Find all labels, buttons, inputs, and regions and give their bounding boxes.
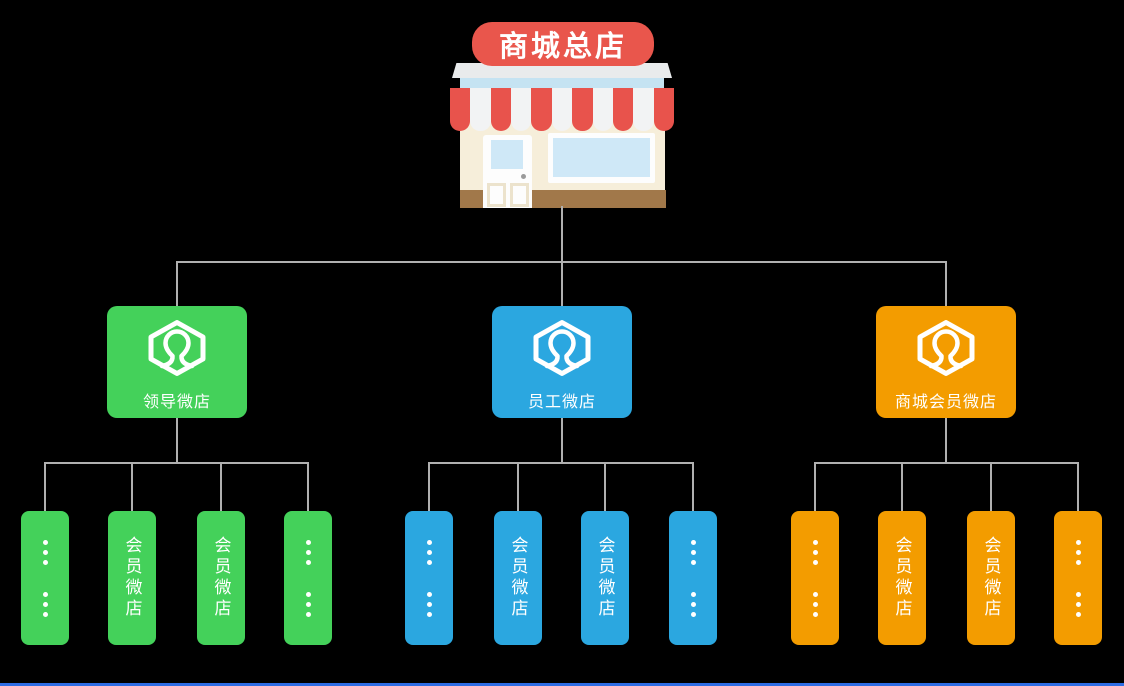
door-knob	[521, 174, 526, 179]
child-card-ellipsis	[791, 511, 839, 645]
child-card-member-store: 会员微店	[967, 511, 1015, 645]
awning-stripe	[531, 88, 553, 131]
connector-child-drop	[131, 462, 133, 512]
awning-stripe	[470, 88, 492, 131]
child-card-member-store: 会员微店	[108, 511, 156, 645]
branch-label: 员工微店	[527, 394, 596, 411]
connector-child-drop	[44, 462, 46, 512]
awning-stripe	[592, 88, 614, 131]
awning-stripe	[551, 88, 573, 131]
storefront-door	[483, 135, 532, 208]
connector-child-drop	[604, 462, 606, 512]
child-card-label: 会员微店	[892, 536, 912, 620]
ellipsis-dots	[426, 539, 432, 617]
storefront-awning-icon	[450, 88, 675, 131]
connector-root-stem	[561, 206, 563, 263]
child-card-member-store: 会员微店	[197, 511, 245, 645]
storefront-canopy-trim	[460, 78, 664, 88]
child-card-member-store: 会员微店	[494, 511, 542, 645]
connector-child-drop	[692, 462, 694, 512]
child-card-label: 会员微店	[595, 536, 615, 620]
branch-node-leader: 领导微店	[107, 306, 247, 418]
connector-child-drop	[307, 462, 309, 512]
ellipsis-dots	[812, 539, 818, 617]
connector-branch-stem-1	[176, 418, 178, 464]
child-card-ellipsis	[284, 511, 332, 645]
branch-node-staff: 员工微店	[492, 306, 632, 418]
door-panel	[510, 183, 529, 207]
child-card-label: 会员微店	[508, 536, 528, 620]
connector-group-horizontal-1	[44, 462, 309, 464]
hexagon-user-icon	[533, 320, 591, 376]
connector-child-drop	[901, 462, 903, 512]
connector-child-drop	[517, 462, 519, 512]
branch-label: 商城会员微店	[894, 394, 997, 411]
child-card-ellipsis	[669, 511, 717, 645]
ellipsis-dots	[42, 539, 48, 617]
connector-child-drop	[428, 462, 430, 512]
hexagon-user-icon	[917, 320, 975, 376]
connector-child-drop	[220, 462, 222, 512]
awning-stripe	[612, 88, 634, 131]
door-panel	[487, 183, 506, 207]
connector-child-drop	[814, 462, 816, 512]
connector-branch-stem-2	[561, 418, 563, 464]
awning-stripe	[653, 88, 675, 131]
door-glass	[491, 140, 523, 169]
connector-branch-drop-1	[176, 261, 178, 307]
awning-stripe	[572, 88, 593, 131]
branch-node-mall-member: 商城会员微店	[876, 306, 1016, 418]
child-card-ellipsis	[405, 511, 453, 645]
connector-child-drop	[990, 462, 992, 512]
bottom-edge-bar	[0, 683, 1124, 686]
child-card-ellipsis	[21, 511, 69, 645]
child-card-label: 会员微店	[211, 536, 231, 620]
storefront-canopy-top	[452, 63, 672, 78]
connector-branch-drop-3	[945, 261, 947, 307]
hexagon-user-icon	[148, 320, 206, 376]
ellipsis-dots	[1075, 539, 1081, 617]
child-card-ellipsis	[1054, 511, 1102, 645]
connector-child-drop	[1077, 462, 1079, 512]
awning-stripe	[633, 88, 654, 131]
child-card-label: 会员微店	[981, 536, 1001, 620]
storefront-window	[548, 133, 655, 183]
connector-group-horizontal-2	[428, 462, 694, 464]
root-store-badge: 商城总店	[472, 22, 654, 66]
child-card-label: 会员微店	[122, 536, 142, 620]
ellipsis-dots	[305, 539, 311, 617]
child-card-member-store: 会员微店	[878, 511, 926, 645]
connector-branch-drop-2	[561, 261, 563, 307]
window-glass	[553, 138, 650, 177]
ellipsis-dots	[690, 539, 696, 617]
child-card-member-store: 会员微店	[581, 511, 629, 645]
awning-stripe	[490, 88, 512, 131]
branch-label: 领导微店	[142, 394, 211, 411]
awning-stripe	[450, 88, 471, 131]
connector-branch-stem-3	[945, 418, 947, 464]
awning-stripe	[511, 88, 532, 131]
connector-group-horizontal-3	[814, 462, 1079, 464]
